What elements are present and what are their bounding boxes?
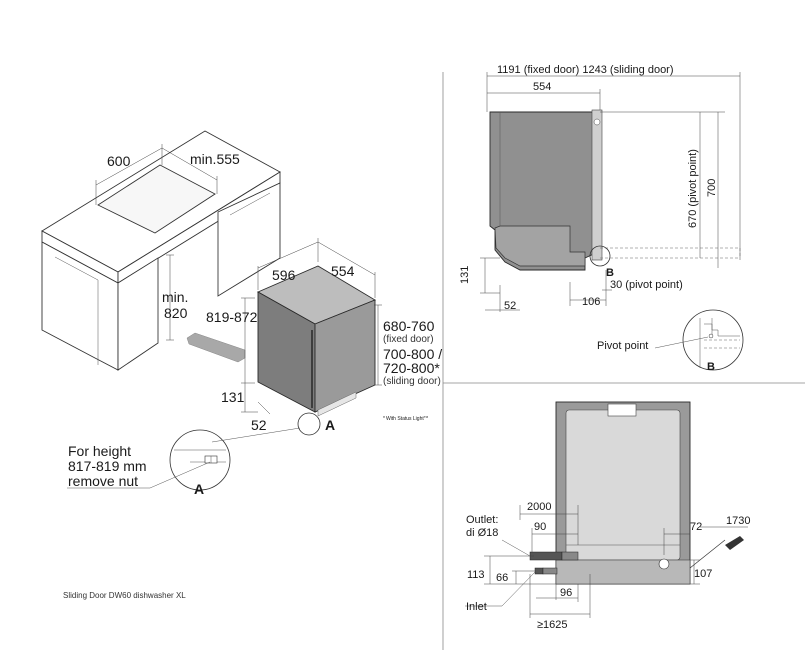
- side-plinth-label: 131: [459, 266, 471, 284]
- door-fixed-range-label: 680-760: [383, 318, 435, 334]
- outlet-label-1: Outlet:: [466, 514, 498, 526]
- pivot-point-label: Pivot point: [597, 340, 648, 352]
- connection-drawing: [465, 401, 748, 618]
- dishwasher-height-label: 819-872: [206, 309, 258, 325]
- foot-depth-label: 52: [251, 417, 267, 433]
- cabinet-height-value-label: 820: [164, 305, 188, 321]
- inlet-offset-label: 96: [560, 587, 572, 599]
- door-sliding-range-1: 700-800 /: [383, 346, 442, 362]
- door-sliding-note: (sliding door): [383, 376, 441, 387]
- cabinet-width-label: 600: [107, 153, 131, 169]
- door-sliding-range-2: 720-800*: [383, 360, 440, 376]
- dishwasher-width-label: 596: [272, 267, 296, 283]
- detail-b-label: B: [707, 361, 715, 373]
- pivot-depth-label: 30 (pivot point): [610, 279, 683, 291]
- cabinet-depth-label: min.555: [190, 151, 240, 167]
- footnote: *With Status LightTM: [383, 415, 429, 422]
- side-foot-label: 52: [504, 300, 516, 312]
- detail-a-line3: remove nut: [68, 473, 138, 489]
- dishwasher-body: [256, 265, 377, 436]
- cabinet-height-min-label: min.: [162, 289, 188, 305]
- outlet-offset-label: 90: [534, 521, 546, 533]
- side-depth-label: 554: [533, 81, 551, 93]
- overall-depth-label: 1191 (fixed door) 1243 (sliding door): [497, 64, 674, 76]
- detail-b-drawing: [654, 309, 744, 371]
- insert-direction-arrow: [186, 332, 246, 363]
- cabinet-drawing: [41, 130, 281, 371]
- dishwasher-depth-label: 554: [331, 263, 355, 279]
- footnote-text: With Status Light: [386, 416, 424, 422]
- pivot-height-label: 670 (pivot point): [687, 149, 699, 228]
- side-view-drawing: [480, 72, 741, 312]
- dishwasher-dimensions: [241, 238, 382, 415]
- footnote-superscript: TM: [424, 415, 429, 419]
- inlet-height-label: 113: [467, 569, 485, 581]
- cable-length-label: 1730: [726, 515, 750, 527]
- detail-a-line1: For height: [68, 443, 131, 459]
- detail-a-drawing: [67, 427, 301, 491]
- door-offset-label: 106: [582, 296, 600, 308]
- plinth-height-label: 131: [221, 389, 245, 405]
- footnote-asterisk: *: [383, 416, 385, 422]
- hose-length-label: 2000: [527, 501, 551, 513]
- inlet-length-label: ≥1625: [537, 619, 568, 631]
- side-height-label: 700: [706, 179, 718, 197]
- cable-offset-label: 72: [690, 521, 702, 533]
- detail-a-line2: 817-819 mm: [68, 458, 147, 474]
- detail-a-label: A: [194, 481, 204, 497]
- plug-height-label: 107: [694, 568, 712, 580]
- cabinet-dimensions: [95, 144, 218, 341]
- outlet-height-label: 66: [496, 572, 508, 584]
- inlet-label: Inlet: [466, 601, 487, 613]
- callout-a: A: [325, 417, 335, 433]
- door-fixed-note: (fixed door): [383, 334, 434, 345]
- drawing-caption: Sliding Door DW60 dishwasher XL: [63, 591, 186, 600]
- outlet-label-2: di Ø18: [466, 527, 498, 539]
- callout-b: B: [606, 267, 614, 279]
